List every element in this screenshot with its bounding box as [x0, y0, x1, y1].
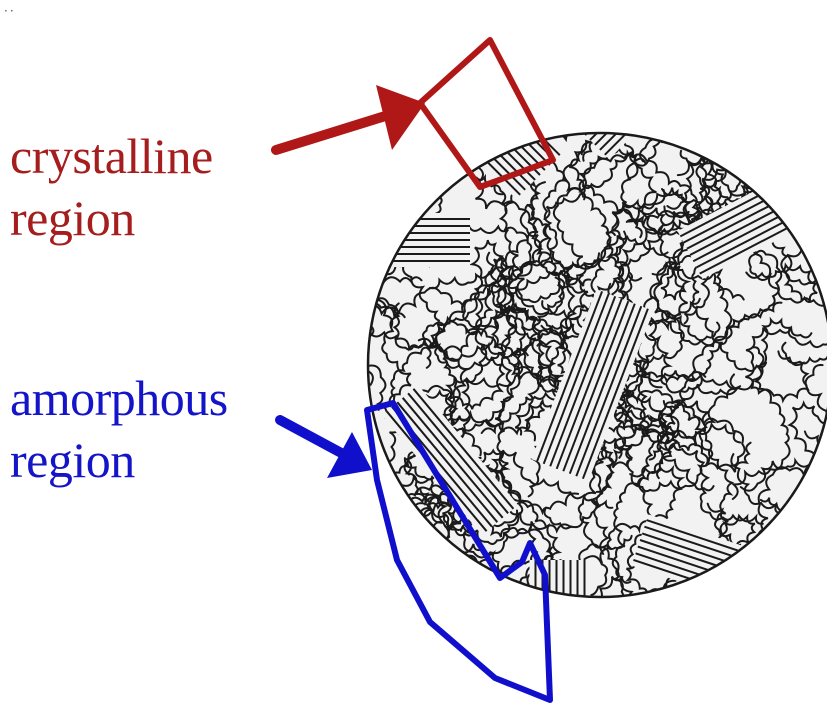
- amorphous-label-line1: amorphous: [10, 367, 310, 429]
- crystalline-label-line2: region: [10, 187, 310, 249]
- crystalline-lamella-line: [595, 35, 705, 145]
- lamella-backdrop: [530, 560, 591, 700]
- crystalline-lamella-line: [455, 70, 550, 165]
- crystalline-lamella-line: [580, 20, 690, 130]
- crystalline-lamella-line: [590, 30, 700, 140]
- crystalline-lamella-line: [659, 45, 769, 115]
- amorphous-label-line2: region: [10, 429, 310, 491]
- crystalline-lamella-line: [585, 25, 695, 135]
- crystalline-lamella-line: [656, 51, 766, 121]
- amorphous-chain: [681, 73, 827, 168]
- crystalline-region-label: crystalline region: [10, 125, 310, 249]
- crystalline-lamella-line: [460, 65, 555, 160]
- crystalline-lamella-line: [575, 15, 685, 125]
- lamella-backdrop: [637, 40, 772, 150]
- crystalline-label-line1: crystalline: [10, 125, 310, 187]
- amorphous-region-label: amorphous region: [10, 367, 310, 491]
- crystalline-lamella-line: [644, 69, 754, 139]
- crystalline-lamella-line: [641, 75, 751, 145]
- crystalline-lamella-line: [605, 45, 715, 155]
- crystalline-lamella-line: [648, 63, 758, 133]
- crystalline-lamella-line: [652, 57, 762, 127]
- amorphous-arrow-head: [327, 432, 372, 478]
